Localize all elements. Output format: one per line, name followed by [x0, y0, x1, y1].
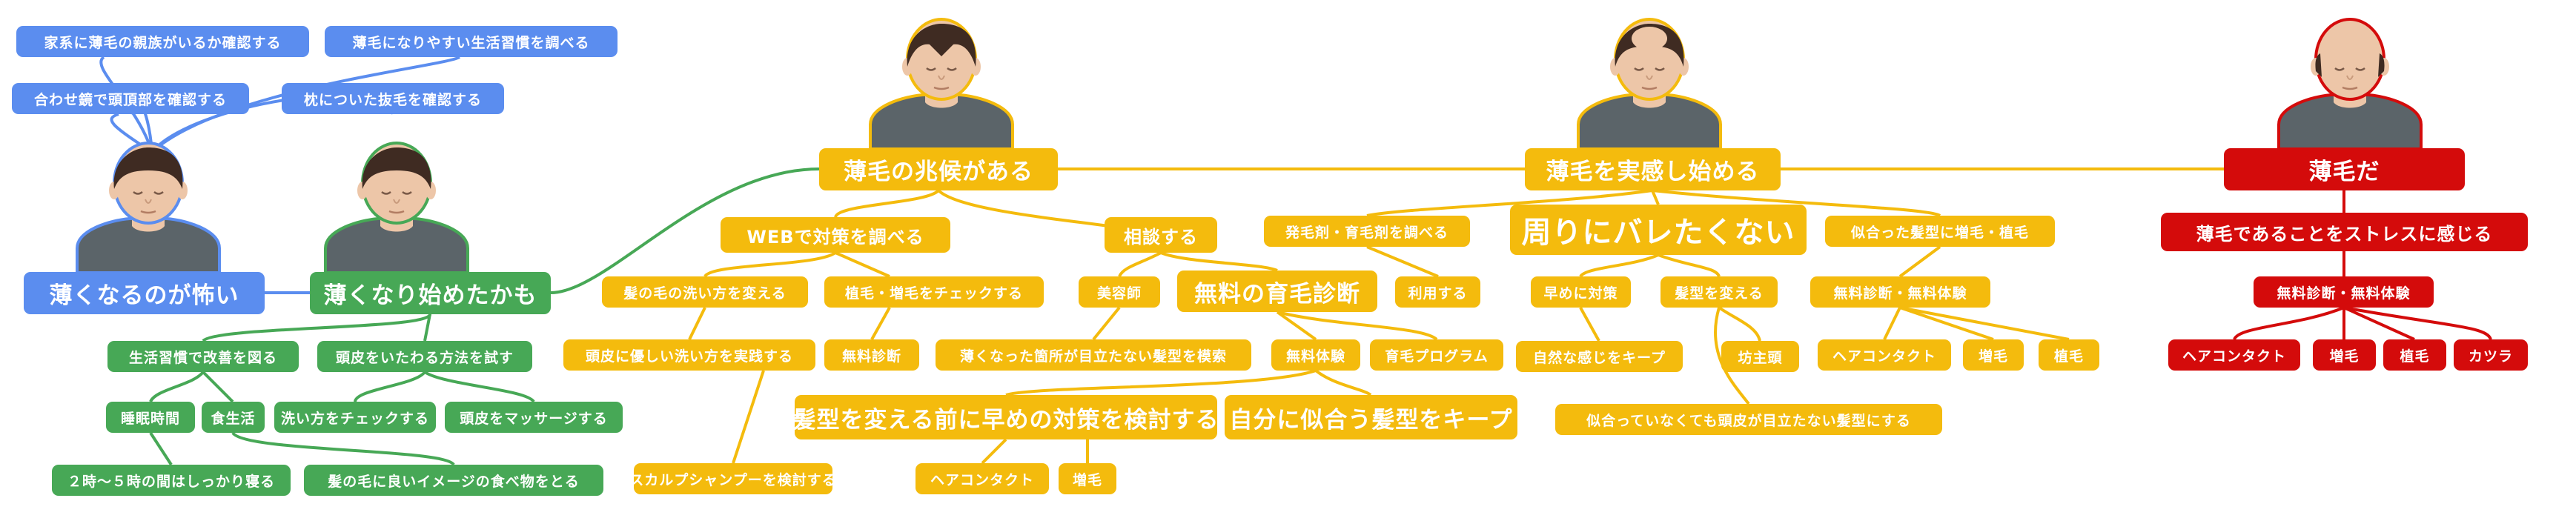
- mindmap-node-y1[interactable]: WEBで対策を調べる: [721, 217, 950, 253]
- connector-line: [1658, 253, 1721, 277]
- mindmap-node-r1[interactable]: 薄毛であることをストレスに感じる: [2161, 213, 2528, 251]
- mindmap-node-g3[interactable]: 睡眠時間: [106, 402, 195, 433]
- mindmap-node-z3[interactable]: 似合った髪型に増毛・植毛: [1825, 216, 2055, 247]
- mindmap-node-y3[interactable]: 髪の毛の洗い方を変える: [602, 276, 808, 308]
- mindmap-node-r2[interactable]: 無料診断・無料体験: [2254, 276, 2434, 308]
- mindmap-node-y4[interactable]: 植毛・増毛をチェックする: [824, 276, 1044, 308]
- person-bald-icon: [2277, 18, 2423, 150]
- connector-line: [423, 313, 431, 342]
- connector-line: [1366, 189, 1653, 217]
- mindmap-node-g8[interactable]: 髪の毛に良いイメージの食べ物をとる: [304, 465, 603, 496]
- mindmap-node-z2[interactable]: 周りにバレたくない: [1510, 205, 1807, 255]
- connector-line: [2343, 306, 2492, 340]
- mindmap-node-z5[interactable]: 早めに対策: [1531, 276, 1631, 308]
- mindmap-node-z12[interactable]: 植毛: [2039, 339, 2099, 371]
- connector-line: [1314, 369, 1372, 396]
- mindmap-node-y7[interactable]: 頭皮に優しい洗い方を実践する: [563, 339, 815, 371]
- mindmap-node-b4[interactable]: 枕についた抜毛を確認する: [282, 83, 504, 114]
- connector-line: [1652, 189, 1941, 217]
- mindmap-node-r6[interactable]: カツラ: [2454, 339, 2528, 371]
- connector-line: [354, 371, 426, 402]
- mindmap-node-z11[interactable]: 増毛: [1963, 339, 2024, 371]
- mindmap-node-b3[interactable]: 合わせ鏡で頭頂部を確認する: [12, 83, 249, 114]
- mindmap-node-y10[interactable]: 無料体験: [1271, 339, 1360, 371]
- connector-line: [1579, 307, 1600, 342]
- mindmap-node-z9[interactable]: 坊主頭: [1721, 341, 1799, 372]
- mindmap-node-y5[interactable]: 美容師: [1079, 276, 1160, 308]
- person-full-hair-icon: [324, 142, 469, 274]
- mindmap-node-y13[interactable]: 自分に似合う髪型をキープ: [1225, 395, 1517, 439]
- mindmap-node-y12[interactable]: 髪型を変える前に早めの対策を検討する: [792, 395, 1219, 439]
- connector-line: [1899, 306, 1994, 341]
- mindmap-node-y15[interactable]: ヘアコンタクト: [915, 463, 1049, 494]
- mindmap-node-z6[interactable]: 髪型を変える: [1661, 276, 1778, 308]
- connector-line: [1899, 306, 2070, 341]
- mindmap-node-b2[interactable]: 薄毛になりやすい生活習慣を調べる: [325, 26, 617, 57]
- mindmap-node-y11[interactable]: 育毛プログラム: [1370, 339, 1503, 371]
- mindmap-node-y0[interactable]: 薄毛の兆候がある: [819, 148, 1058, 190]
- mindmap-node-g6[interactable]: 頭皮をマッサージする: [445, 402, 623, 433]
- mindmap-node-z13[interactable]: 似合っていなくても頭皮が目立たない髪型にする: [1555, 404, 1942, 435]
- connector-line: [834, 189, 940, 219]
- connector-line: [688, 307, 706, 340]
- mindmap-node-r0[interactable]: 薄毛だ: [2224, 148, 2465, 190]
- connector-line: [149, 371, 205, 403]
- mindmap-node-g4[interactable]: 食生活: [202, 402, 265, 433]
- connector-line: [550, 167, 820, 294]
- mindmap-node-y9[interactable]: 薄くなった箇所が目立たない髪型を模索: [936, 339, 1251, 371]
- mindmap-node-z4[interactable]: 利用する: [1395, 276, 1480, 308]
- mindmap-node-y8[interactable]: 無料診断: [824, 339, 919, 371]
- mindmap-node-r5[interactable]: 植毛: [2383, 339, 2446, 371]
- mindmap-node-y14[interactable]: スカルプシャンプーを検討する: [629, 463, 836, 494]
- connector-line: [202, 313, 431, 342]
- mindmap-node-g0[interactable]: 薄くなり始めたかも: [310, 272, 551, 314]
- mindmap-node-y2[interactable]: 相談する: [1105, 217, 1217, 253]
- mindmap-node-g2[interactable]: 頭皮をいたわる方法を試す: [317, 341, 532, 372]
- connector-line: [981, 438, 1007, 465]
- connector-line: [1883, 307, 1901, 340]
- connector-line: [2233, 306, 2345, 341]
- connector-line: [870, 307, 891, 340]
- connector-line: [1277, 311, 1438, 341]
- connector-line: [1118, 251, 1162, 277]
- connector-line: [149, 431, 173, 466]
- mindmap-node-z8[interactable]: 自然な感じをキープ: [1516, 341, 1683, 372]
- mindmap-node-y16[interactable]: 増毛: [1059, 463, 1116, 494]
- connector-line: [1366, 245, 1439, 278]
- connector-line: [1160, 251, 1278, 272]
- mindmap-node-r3[interactable]: ヘアコンタクト: [2168, 339, 2300, 371]
- connector-line: [1276, 311, 1317, 341]
- mindmap-node-g5[interactable]: 洗い方をチェックする: [274, 402, 436, 433]
- person-thinning-crown-icon: [1577, 18, 1722, 150]
- mindmap-node-y6[interactable]: 無料の育毛診断: [1177, 271, 1377, 312]
- person-receding-hair-icon: [869, 18, 1014, 150]
- mindmap-node-b0[interactable]: 薄くなるのが怖い: [24, 272, 265, 314]
- connector-line: [1579, 253, 1659, 278]
- connector-line: [1718, 306, 1761, 342]
- connector-line: [1651, 190, 1660, 205]
- mindmap-node-z0[interactable]: 薄毛を実感し始める: [1525, 148, 1781, 190]
- mindmap-node-z7[interactable]: 無料診断・無料体験: [1810, 276, 1990, 308]
- connector-line: [835, 251, 890, 278]
- connector-line: [703, 251, 837, 278]
- connector-line: [202, 371, 234, 403]
- mindmap-node-z10[interactable]: ヘアコンタクト: [1818, 339, 1951, 371]
- mindmap-node-g1[interactable]: 生活習慣で改善を図る: [107, 341, 299, 372]
- connector-line: [1092, 306, 1121, 341]
- mindmap-node-z1[interactable]: 発毛剤・育毛剤を調べる: [1264, 216, 1470, 247]
- person-full-hair-icon: [76, 142, 221, 274]
- connector-line: [1005, 369, 1317, 396]
- connector-line: [1898, 245, 1941, 278]
- connector-line: [2343, 306, 2415, 341]
- connector-line: [231, 431, 455, 466]
- connector-line: [732, 370, 765, 464]
- mindmap-node-g7[interactable]: ２時～５時の間はしっかり寝る: [52, 465, 291, 496]
- connector-line: [423, 371, 535, 403]
- mindmap-node-r4[interactable]: 増毛: [2313, 339, 2376, 371]
- mindmap-node-b1[interactable]: 家系に薄毛の親族がいるか確認する: [16, 26, 309, 57]
